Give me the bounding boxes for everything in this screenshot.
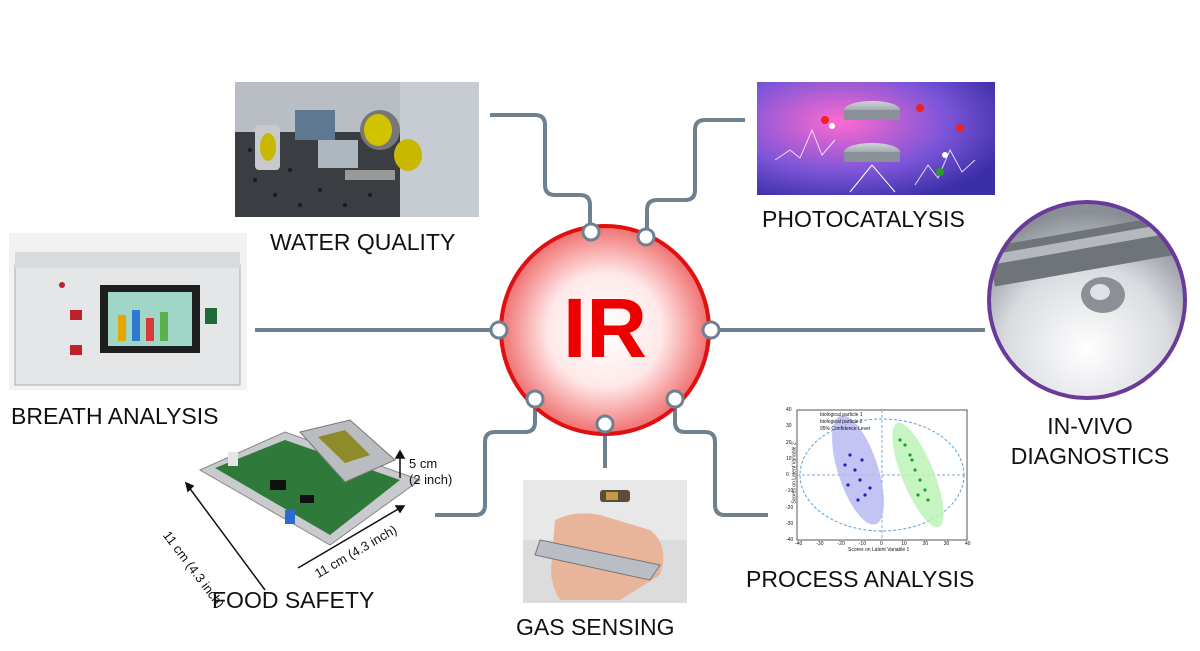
plot-legend-2: biological particle 2: [820, 419, 863, 425]
node-breath: [489, 320, 509, 340]
label-food-safety: FOOD SAFETY: [212, 587, 375, 613]
photocatalysis-image: [757, 82, 995, 195]
plot-x-tick: 30: [943, 541, 950, 547]
plot-x-tick: 20: [922, 541, 929, 547]
plot-points-particle-2: [843, 453, 872, 502]
plot-x-tick: -10: [858, 541, 866, 547]
plot-y-tick: -30: [786, 520, 794, 527]
connector-water-quality: [490, 113, 592, 232]
gas-sensing-photo: [523, 480, 687, 603]
label-photocatalysis: PHOTOCATALYSIS: [762, 206, 965, 232]
node-in-vivo: [701, 320, 721, 340]
plot-ylabel: Scores on Latent Variable 2: [791, 442, 798, 504]
plot-points-particle-1: [898, 438, 930, 502]
node-process: [665, 389, 685, 409]
plot-y-tick: 40: [786, 407, 792, 413]
connector-nodes: [489, 222, 721, 434]
connector-process-analysis: [673, 400, 768, 517]
plot-x-tick: 0: [880, 541, 883, 547]
plot-x-tick: -20: [837, 541, 845, 547]
in-vivo-image: [987, 200, 1187, 400]
label-water-quality: WATER QUALITY: [270, 229, 456, 255]
plot-legend-1: biological particle 1: [820, 412, 863, 418]
process-analysis-plot: [796, 409, 968, 541]
ir-hub-label: IR: [563, 281, 647, 375]
connector-photocatalysis: [645, 118, 745, 236]
breath-analysis-device: [9, 233, 247, 390]
plot-y-tick: -10: [786, 488, 794, 495]
node-gas: [595, 414, 615, 434]
node-food: [525, 389, 545, 409]
node-water-quality: [581, 222, 601, 242]
plot-xlabel: Scores on Latent Variable 1: [848, 547, 910, 553]
label-in-vivo-line1: IN-VIVO: [1047, 413, 1133, 439]
plot-x-tick: -40: [795, 541, 803, 547]
plot-y-tick: 20: [786, 439, 792, 446]
label-gas-sensing: GAS SENSING: [516, 614, 675, 640]
food-safety-board: [198, 419, 422, 546]
label-in-vivo-line2: DIAGNOSTICS: [1010, 443, 1170, 469]
plot-y-tick: 30: [786, 423, 792, 430]
plot-x-tick: -30: [816, 541, 824, 547]
dim-height-value: 5 cm: [409, 456, 438, 471]
plot-x-tick: 10: [901, 541, 907, 547]
water-quality-photo: [235, 82, 479, 217]
label-process-analysis: PROCESS ANALYSIS: [746, 566, 975, 592]
node-photocatalysis: [636, 227, 656, 247]
dim-height-alt: (2 inch): [409, 472, 453, 487]
plot-y-tick: -20: [786, 504, 794, 511]
plot-y-tick: -40: [786, 537, 794, 543]
label-breath-analysis: BREATH ANALYSIS: [11, 403, 219, 429]
plot-y-tick: 0: [786, 472, 789, 478]
dimension-arrows: [184, 449, 406, 591]
plot-x-tick: 40: [965, 541, 971, 547]
plot-y-tick: 10: [786, 455, 792, 462]
plot-legend-3: 95% Confidence Level: [820, 426, 871, 432]
connector-food-safety: [435, 400, 537, 517]
